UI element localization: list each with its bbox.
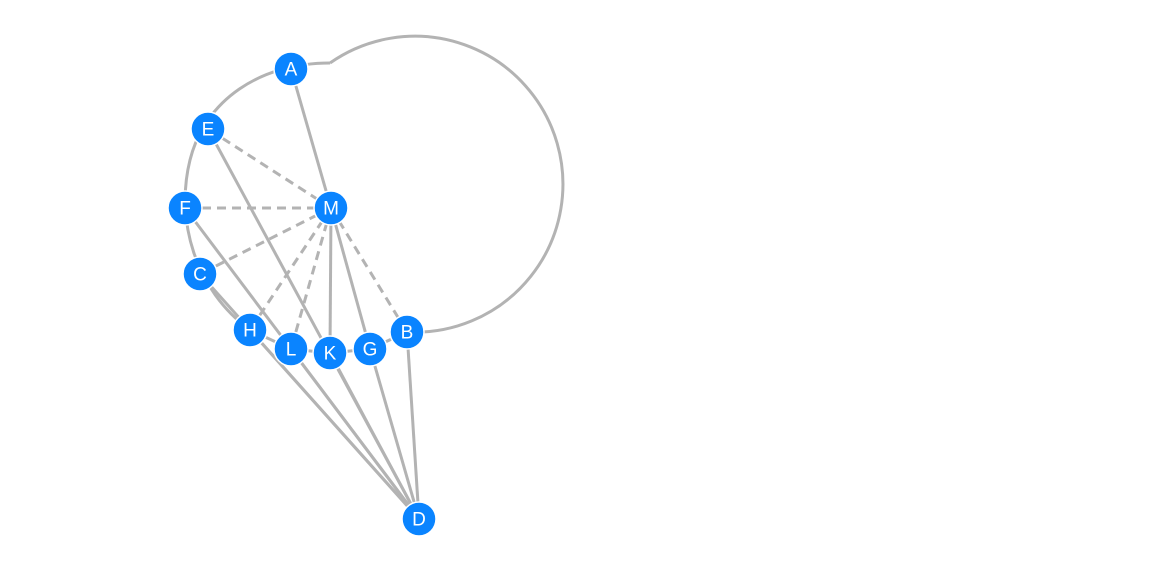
point-marker: [273, 331, 309, 367]
segment-KD: [328, 352, 421, 520]
point-G[interactable]: G: [352, 331, 388, 367]
point-F[interactable]: F: [167, 190, 203, 226]
segment-BD: [405, 331, 421, 520]
point-marker: [273, 51, 309, 87]
point-label: K: [324, 344, 337, 365]
point-M[interactable]: M: [313, 190, 349, 226]
point-H[interactable]: H: [232, 312, 268, 348]
dashed-segment-ME: [207, 127, 332, 210]
point-label: L: [286, 340, 297, 361]
point-marker: [313, 190, 349, 226]
circle-arc-upper: [329, 34, 565, 334]
point-B[interactable]: B: [389, 314, 425, 350]
point-label: D: [412, 510, 426, 531]
dashed-segment-MB: [329, 207, 409, 333]
point-L[interactable]: L: [273, 331, 309, 367]
segment-LD: [289, 348, 421, 520]
point-C[interactable]: C: [182, 256, 218, 292]
point-label: G: [363, 340, 378, 361]
point-marker: [389, 314, 425, 350]
point-label: F: [179, 199, 191, 220]
point-marker: [312, 335, 348, 371]
dashed-segment-MC: [199, 206, 332, 276]
point-marker: [167, 190, 203, 226]
point-label: A: [285, 60, 298, 81]
point-label: B: [401, 323, 414, 344]
point-label: C: [193, 265, 207, 286]
segment-AM: [289, 68, 333, 209]
point-marker: [190, 111, 226, 147]
point-label: M: [323, 199, 339, 220]
point-marker: [232, 312, 268, 348]
point-A[interactable]: A: [273, 51, 309, 87]
segment-MK: [328, 207, 333, 354]
point-K[interactable]: K: [312, 335, 348, 371]
segment-GD: [368, 348, 421, 520]
point-label: E: [202, 120, 215, 141]
point-marker: [352, 331, 388, 367]
dashed-segment-MH: [248, 207, 333, 331]
point-E[interactable]: E: [190, 111, 226, 147]
dashed-segment-ML: [289, 207, 333, 350]
point-marker: [182, 256, 218, 292]
point-marker: [401, 501, 437, 537]
circle-arc-left: [183, 61, 408, 355]
segment-MG: [329, 207, 372, 350]
point-label: H: [243, 321, 257, 342]
point-D[interactable]: D: [401, 501, 437, 537]
segment-HD: [248, 329, 421, 520]
